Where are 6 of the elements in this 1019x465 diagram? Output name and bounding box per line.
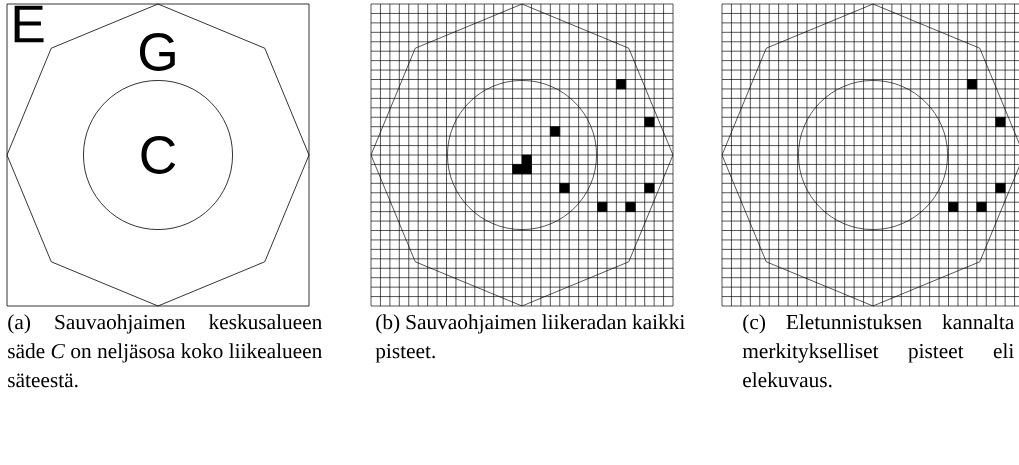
figure-caption: (b) Sauvaohjaimen liikeradan kaikki pisteet. [375, 314, 685, 363]
region-label: E [14, 5, 44, 43]
figure-caption: (c) Eletunnistuksen kannalta merkitykselliset pisteet eli elekuvaus. [742, 314, 1014, 388]
region-label: C [141, 136, 176, 174]
region-label: G [139, 33, 175, 71]
figure-caption: (a) Sauvaohjaimen keskusalueen säde C on neljäsosa koko liikealueen säteestä. [8, 314, 322, 388]
